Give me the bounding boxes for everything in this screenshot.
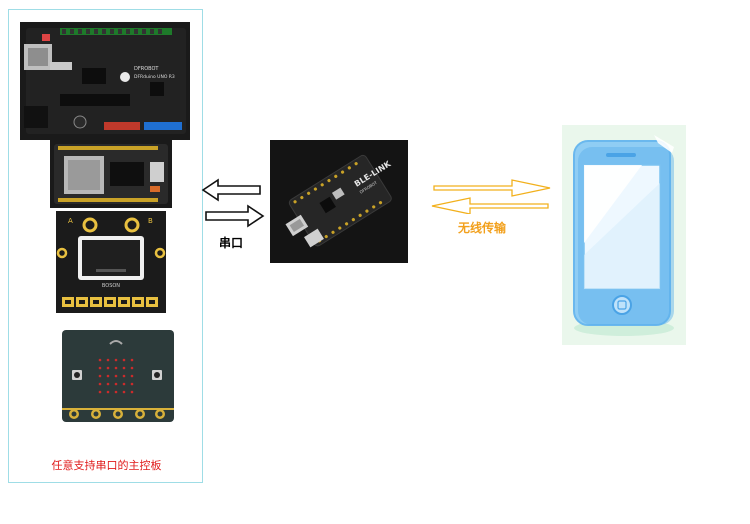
left-arrow-icon xyxy=(431,197,549,214)
esp32-board-image xyxy=(50,140,172,208)
boson-board-image: A B BOSON xyxy=(56,211,166,313)
right-arrow-icon xyxy=(205,204,265,228)
board-silk-brand: BOSON xyxy=(102,283,120,289)
smartphone-image xyxy=(562,125,686,345)
board-silk-b: B xyxy=(148,217,153,225)
right-arrow-icon xyxy=(433,179,551,197)
serial-arrows xyxy=(201,178,265,228)
wireless-label: 无线传输 xyxy=(458,221,507,235)
left-arrow-icon xyxy=(201,178,261,202)
ble-link-module-image: BLE-LINK DFROBOT xyxy=(270,140,408,263)
board-silk-a: A xyxy=(68,217,73,225)
board-silk-model: DFRduino UNO R3 xyxy=(134,74,175,80)
main-boards-caption: 任意支持串口的主控板 xyxy=(51,459,162,472)
phone-icon xyxy=(573,135,674,326)
main-boards-panel: DFROBOT DFRduino UNO R3 A B xyxy=(8,9,203,483)
serial-label: 串口 xyxy=(219,236,244,250)
dfrduino-uno-board-image: DFROBOT DFRduino UNO R3 xyxy=(20,22,190,140)
wireless-arrows xyxy=(431,179,551,214)
microbit-board-image xyxy=(60,328,176,424)
board-silk-brand: DFROBOT xyxy=(134,66,159,72)
